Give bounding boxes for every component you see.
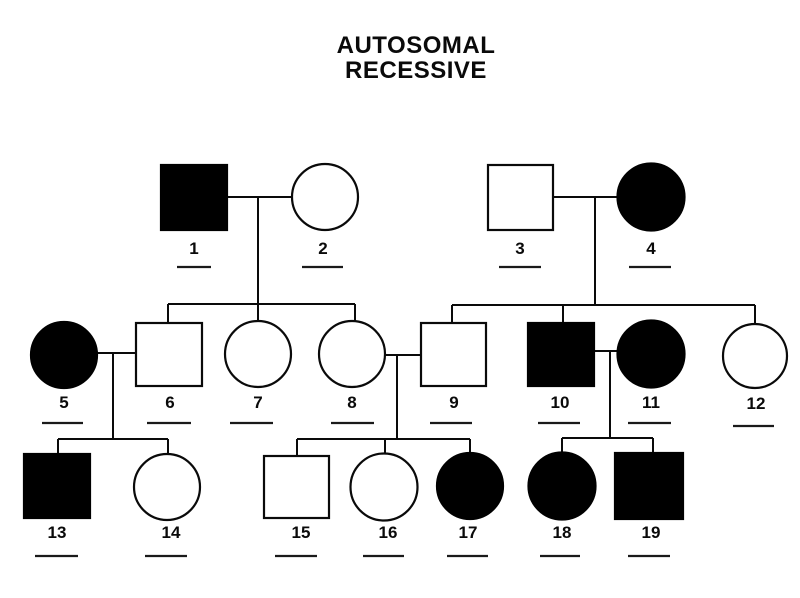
male-unaffected-shape xyxy=(134,321,204,388)
female-unaffected-shape xyxy=(223,319,293,389)
male-affected-shape xyxy=(22,452,92,520)
individual-5: 5 xyxy=(29,320,99,425)
individual-19: 19 xyxy=(613,451,685,558)
individual-6: 6 xyxy=(134,321,204,425)
female-affected-shape xyxy=(616,319,686,389)
male-unaffected-shape xyxy=(262,454,331,520)
male-unaffected-shape xyxy=(419,321,488,388)
female-affected-shape xyxy=(616,162,686,232)
individual-label: 2 xyxy=(318,239,327,258)
female-affected-shape xyxy=(435,451,505,521)
female-unaffected-shape xyxy=(721,322,789,390)
male-affected-shape xyxy=(613,451,685,521)
female-unaffected-shape xyxy=(317,319,387,389)
individual-label: 13 xyxy=(48,523,67,542)
individual-label: 5 xyxy=(59,393,68,412)
female-unaffected-shape xyxy=(132,452,202,522)
male-affected-shape xyxy=(526,321,596,388)
individual-13: 13 xyxy=(22,452,92,558)
individual-17: 17 xyxy=(435,451,505,558)
individual-label: 16 xyxy=(379,523,398,542)
individual-18: 18 xyxy=(527,451,597,558)
relationship-lines xyxy=(57,196,756,456)
individual-4: 4 xyxy=(616,162,686,269)
individual-label: 8 xyxy=(347,393,356,412)
individual-label: 9 xyxy=(449,393,458,412)
individual-label: 4 xyxy=(646,239,656,258)
individual-label: 10 xyxy=(551,393,570,412)
individual-1: 1 xyxy=(159,163,229,269)
female-affected-shape xyxy=(527,451,597,521)
individual-16: 16 xyxy=(349,452,419,558)
female-affected-shape xyxy=(29,320,99,390)
individual-label: 14 xyxy=(162,523,181,542)
female-unaffected-shape xyxy=(349,452,419,522)
individual-label: 7 xyxy=(253,393,262,412)
individual-3: 3 xyxy=(486,163,555,269)
individual-12: 12 xyxy=(721,322,789,428)
male-affected-shape xyxy=(159,163,229,232)
individual-2: 2 xyxy=(290,162,360,269)
male-unaffected-shape xyxy=(486,163,555,232)
individual-9: 9 xyxy=(419,321,488,425)
individual-14: 14 xyxy=(132,452,202,558)
individual-label: 3 xyxy=(515,239,524,258)
female-unaffected-shape xyxy=(290,162,360,232)
individual-label: 19 xyxy=(642,523,661,542)
individual-15: 15 xyxy=(262,454,331,558)
individual-11: 11 xyxy=(616,319,686,425)
individual-label: 11 xyxy=(642,393,660,412)
individual-label: 17 xyxy=(459,523,478,542)
individual-10: 10 xyxy=(526,321,596,425)
individual-label: 6 xyxy=(165,393,174,412)
chart-title-line1: AUTOSOMAL xyxy=(337,32,496,59)
individual-label: 18 xyxy=(553,523,572,542)
chart-title-line2: RECESSIVE xyxy=(345,57,487,84)
individual-8: 8 xyxy=(317,319,387,425)
individual-label: 1 xyxy=(189,239,198,258)
individual-label: 12 xyxy=(747,394,766,413)
individual-label: 15 xyxy=(292,523,311,542)
individual-7: 7 xyxy=(223,319,293,425)
